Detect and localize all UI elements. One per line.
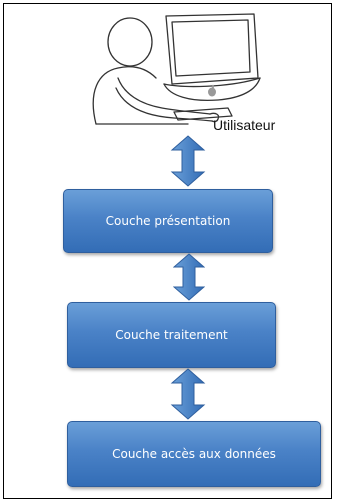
layer-box-acces-donnees: Couche accès aux données bbox=[67, 421, 321, 487]
double-arrow-icon bbox=[170, 368, 206, 420]
double-arrow-icon bbox=[173, 253, 205, 301]
user-at-computer-icon bbox=[92, 13, 261, 125]
layer-box-presentation: Couche présentation bbox=[63, 189, 273, 253]
diagram-frame bbox=[3, 3, 332, 499]
user-label: Utilisateur bbox=[213, 117, 276, 133]
double-arrow-icon bbox=[170, 135, 206, 187]
layer-box-traitement: Couche traitement bbox=[67, 302, 276, 368]
